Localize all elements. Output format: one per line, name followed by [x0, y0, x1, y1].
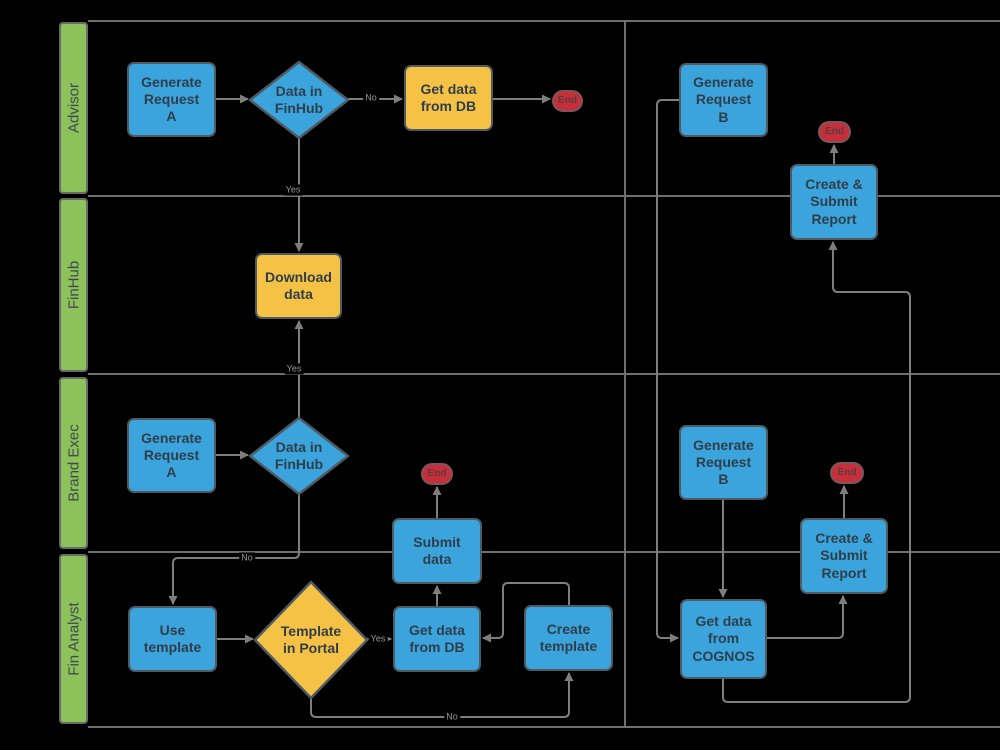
node-end-top-right[interactable]: End — [818, 121, 851, 143]
decision-label-data-in-finhub-advisor[interactable]: Data in FinHub — [274, 82, 324, 116]
lane-header-finhub[interactable]: FinHub — [59, 198, 88, 372]
lane-grid — [88, 20, 1000, 728]
node-get-data-from-db-advisor[interactable]: Get data from DB — [404, 65, 493, 131]
node-create-submit-report-top[interactable]: Create & Submit Report — [790, 164, 878, 240]
edge-label-brand-yes: Yes — [284, 363, 304, 375]
edge-genB-advisor-to-cognos — [656, 99, 679, 643]
lane-label-advisor: Advisor — [65, 82, 82, 134]
decision-data-in-finhub-brand — [248, 416, 350, 496]
node-download-data[interactable]: Download data — [255, 253, 342, 319]
node-generate-request-a-brand[interactable]: Generate Request A — [127, 418, 216, 493]
edge-create-template-to-getdb — [482, 582, 570, 643]
decision-label-data-in-finhub-brand[interactable]: Data in FinHub — [274, 438, 324, 472]
lane-label-finhub: FinHub — [65, 260, 82, 310]
node-get-data-from-db-analyst[interactable]: Get data from DB — [393, 606, 481, 672]
edge-label-advisor-no: No — [363, 92, 379, 104]
node-use-template[interactable]: Use template — [128, 606, 217, 672]
edge-label-portal-no: No — [444, 711, 460, 723]
edge-decision-brand-no-to-use-template — [168, 494, 300, 605]
edge-label-advisor-yes: Yes — [283, 184, 303, 196]
decision-data-in-finhub-advisor — [248, 60, 350, 140]
lane-header-fin-analyst[interactable]: Fin Analyst — [59, 554, 88, 724]
decision-template-in-portal — [253, 580, 369, 700]
node-generate-request-b-brand[interactable]: Generate Request B — [679, 425, 768, 500]
node-generate-request-b-advisor[interactable]: Generate Request B — [679, 63, 768, 137]
node-submit-data[interactable]: Submit data — [392, 518, 482, 584]
node-end-submit[interactable]: End — [421, 463, 453, 485]
lane-header-brand-exec[interactable]: Brand Exec — [59, 377, 88, 549]
edge-portal-no-to-create-template — [310, 672, 574, 718]
edge-label-brand-no: No — [239, 552, 255, 564]
edge-cognos-to-report-top-loop — [722, 241, 911, 703]
edge-cognos-to-report-bottom — [767, 595, 848, 639]
decision-diamonds[interactable] — [248, 60, 369, 700]
decision-label-template-in-portal[interactable]: Template in Portal — [280, 622, 342, 656]
node-end-advisor[interactable]: End — [552, 90, 583, 112]
node-generate-request-a-advisor[interactable]: Generate Request A — [127, 62, 216, 137]
node-get-data-from-cognos[interactable]: Get data from COGNOS — [680, 599, 767, 679]
lane-label-fin-analyst: Fin Analyst — [65, 602, 82, 676]
edge-label-portal-yes: Yes — [368, 633, 388, 645]
flowchart-edges — [168, 94, 911, 718]
lane-label-brand-exec: Brand Exec — [65, 424, 82, 502]
node-end-bottom-right[interactable]: End — [830, 462, 864, 484]
lane-header-advisor[interactable]: Advisor — [59, 22, 88, 194]
node-create-template[interactable]: Create template — [524, 605, 613, 671]
node-create-submit-report-bottom[interactable]: Create & Submit Report — [800, 518, 888, 594]
